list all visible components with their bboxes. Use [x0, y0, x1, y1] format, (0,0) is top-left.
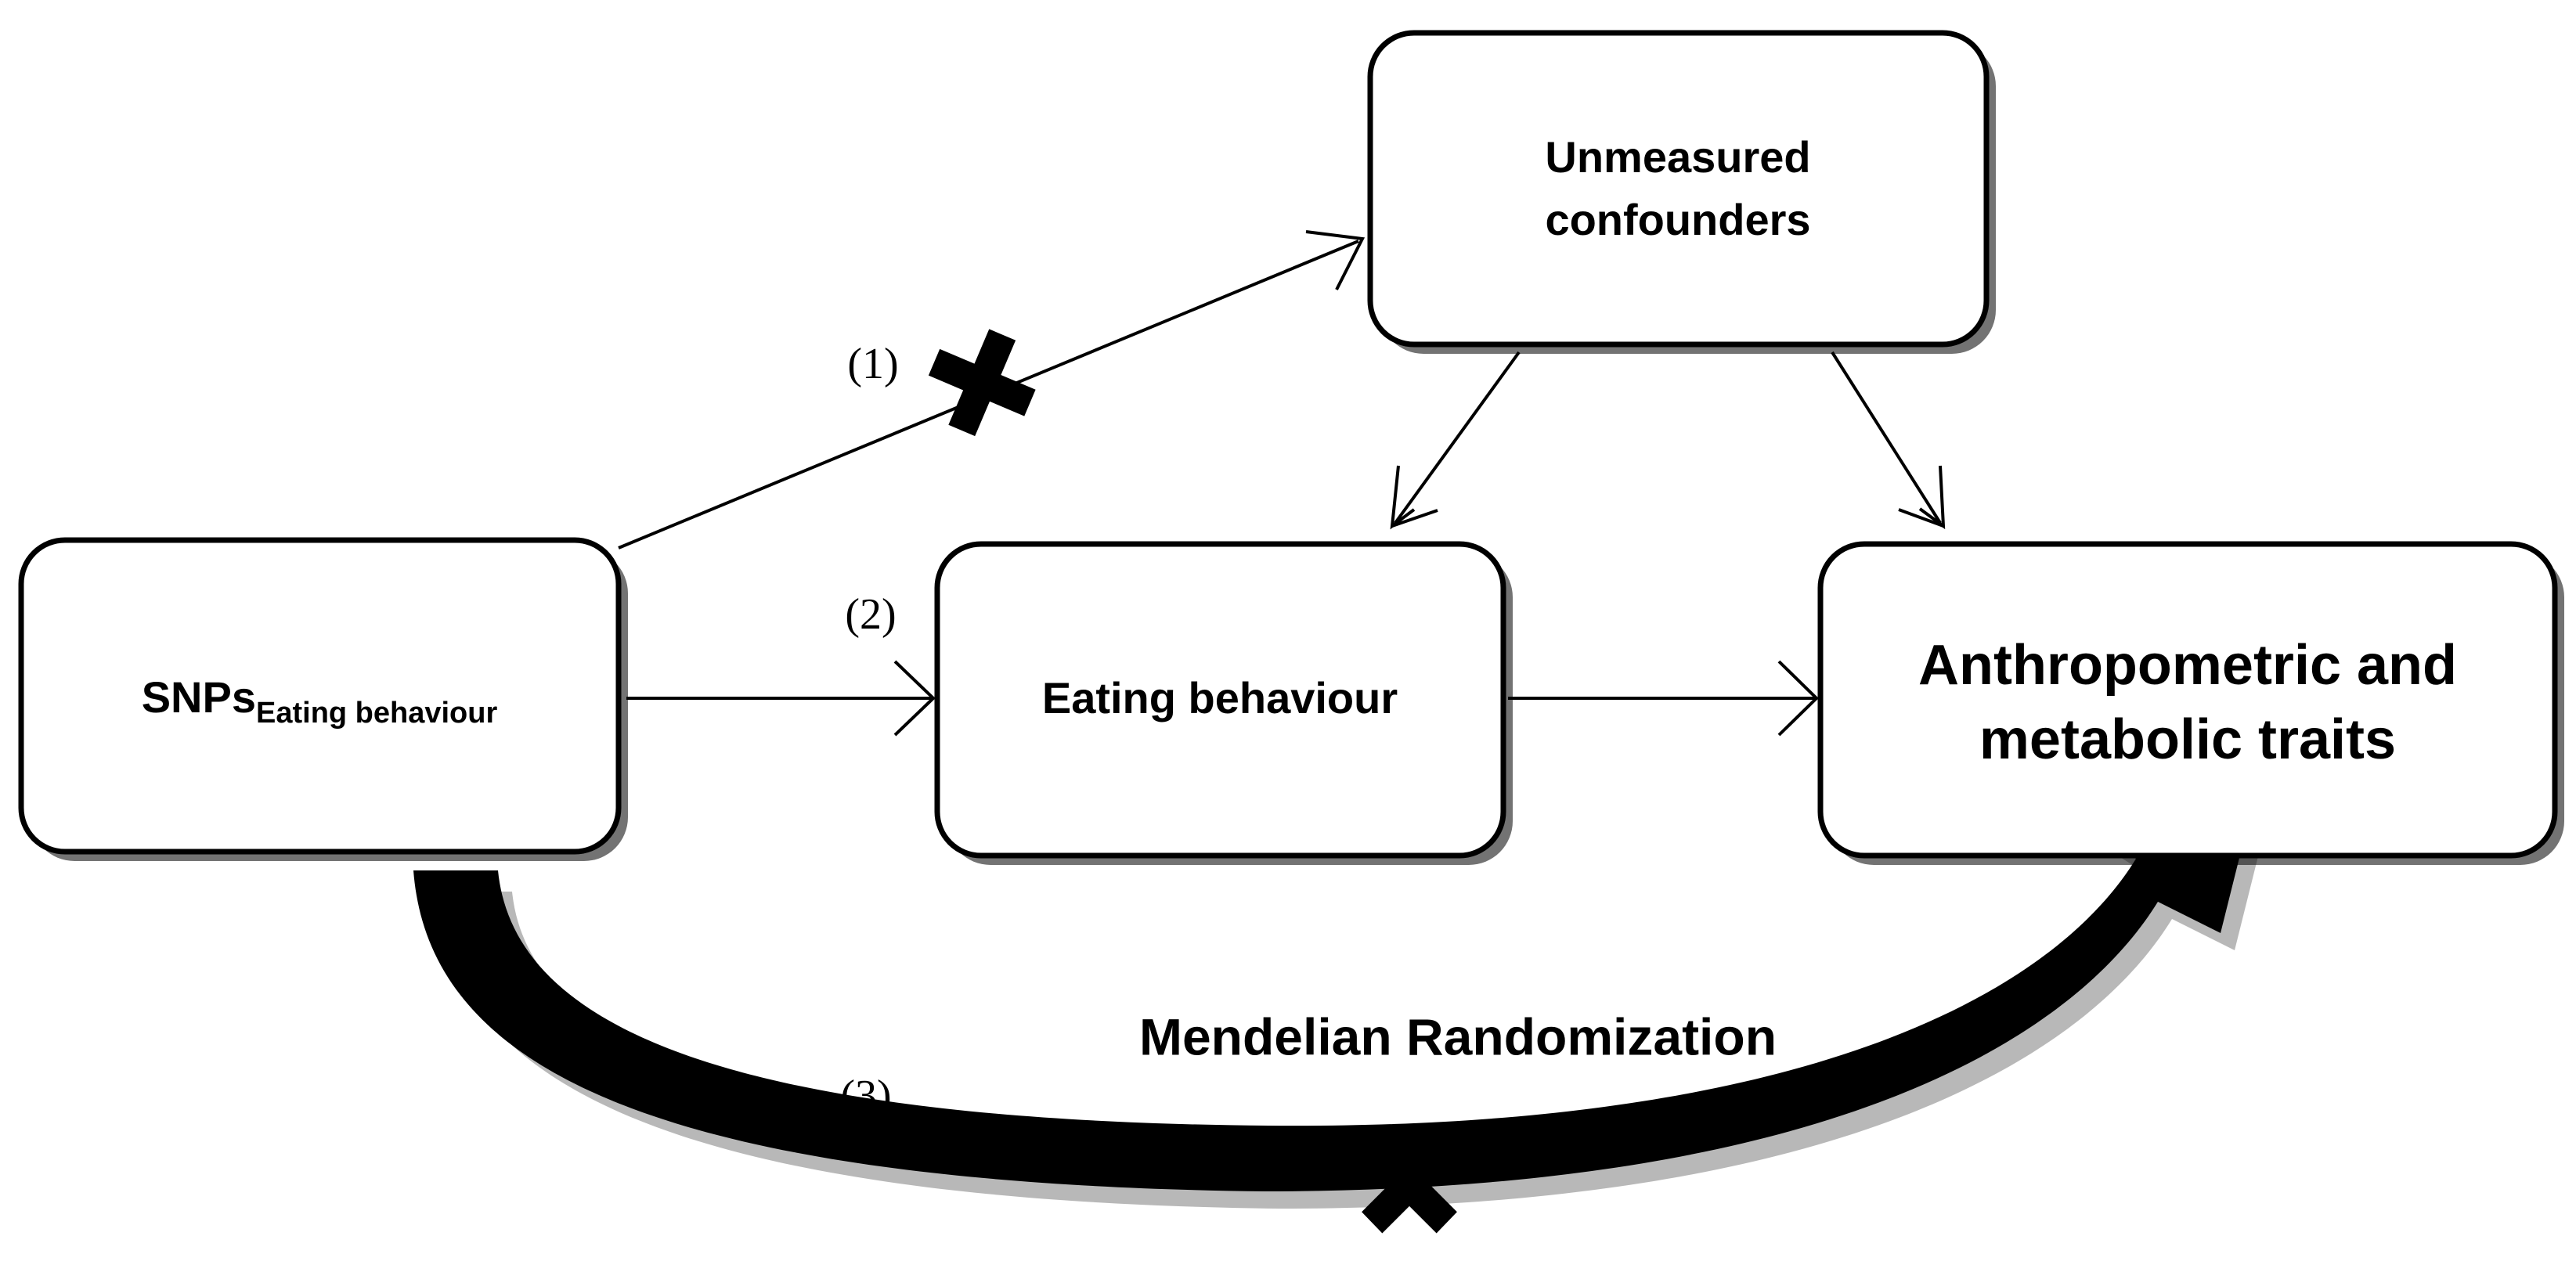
edge-snps-to-traits-direct — [413, 777, 2274, 1209]
edge-eating-behaviour-to-traits — [1508, 660, 1819, 737]
node-label-snps-subscript: Eating behaviour — [256, 697, 497, 730]
node-box-eating-behaviour[interactable] — [934, 541, 1506, 859]
chevron-arrowhead-icon — [1390, 465, 1416, 530]
node-box-unmeasured-confounders[interactable] — [1367, 30, 1990, 348]
x-mark-icon — [1362, 1136, 1457, 1234]
node-unmeasured-confounders[interactable]: Unmeasured confounders — [1367, 30, 1996, 354]
chevron-arrowhead-icon — [1777, 660, 1819, 737]
block-x-mark-on-edge-3 — [1362, 1136, 1457, 1234]
node-anthropometric-metabolic-traits[interactable]: Anthropometric and metabolic traits — [1817, 541, 2564, 865]
node-label-snps-main: SNPs — [142, 672, 256, 722]
annotation-mendelian-randomization: Mendelian Randomization — [1139, 1007, 1777, 1065]
edge-confounders-to-eating-behaviour — [1390, 351, 1521, 530]
step-label-1: (1) — [847, 340, 898, 388]
chevron-arrowhead-icon-2 — [1898, 508, 1944, 528]
chevron-arrowhead-icon — [893, 660, 936, 737]
block-x-mark-on-edge-1 — [928, 329, 1036, 437]
node-label-unmeasured-confounders-line2: confounders — [1545, 195, 1810, 244]
chevron-arrowhead-icon — [1305, 230, 1366, 290]
chevron-arrowhead-icon-2 — [1391, 509, 1438, 528]
node-label-eating-behaviour: Eating behaviour — [1042, 673, 1398, 722]
edge-snps-to-eating-behaviour — [626, 660, 936, 737]
node-label-traits-line2: metabolic traits — [1979, 708, 2396, 771]
arrow-line-confounders-traits — [1831, 351, 1942, 524]
node-label-unmeasured-confounders-line1: Unmeasured — [1545, 132, 1810, 182]
node-box-snps[interactable] — [18, 537, 622, 855]
edge-confounders-to-traits — [1831, 351, 1946, 530]
thick-curve-arrow — [413, 777, 2260, 1191]
node-snps[interactable]: SNPsEating behaviour — [18, 537, 628, 861]
node-eating-behaviour[interactable]: Eating behaviour — [934, 541, 1513, 865]
node-label-snps: SNPsEating behaviour — [142, 672, 498, 730]
node-label-traits-line1: Anthropometric and — [1918, 634, 2457, 697]
x-mark-icon — [928, 329, 1036, 437]
arrow-line-confounders-eating — [1394, 351, 1521, 524]
step-label-2: (2) — [845, 590, 896, 639]
node-box-anthropometric-metabolic-traits[interactable] — [1817, 541, 2558, 859]
step-label-3: (3) — [840, 1072, 891, 1120]
